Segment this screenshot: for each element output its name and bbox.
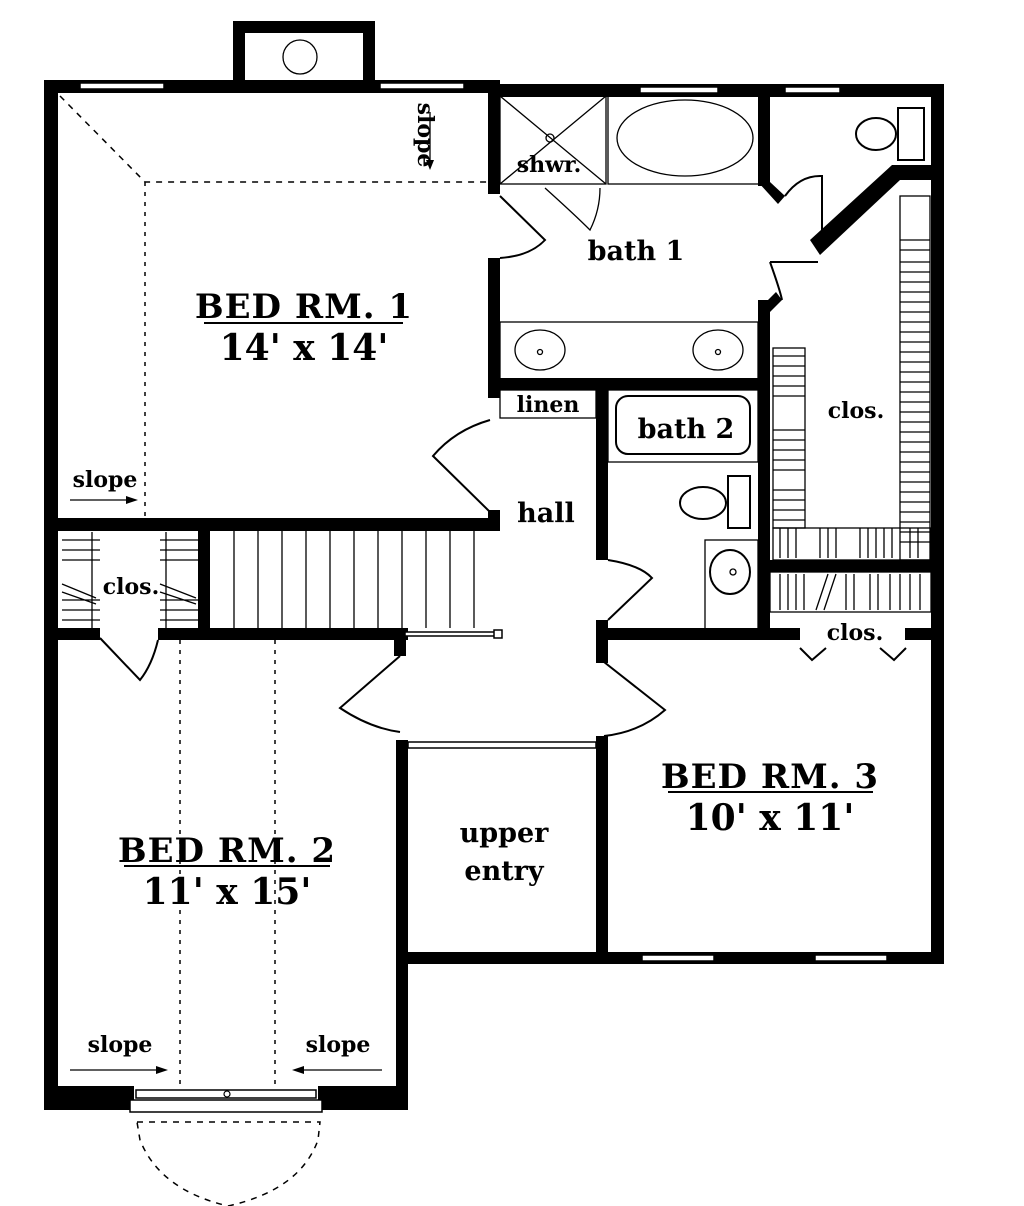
- slope-label-bed1-top: slope: [412, 103, 438, 168]
- master-toilet-room: [784, 107, 944, 255]
- bath2: [596, 389, 770, 650]
- stairs: [233, 531, 503, 639]
- bed3-closet-label: clos.: [827, 620, 883, 646]
- slope-label-bed2-right: slope: [306, 1032, 371, 1058]
- bath1: [488, 95, 818, 640]
- exterior-walls: [44, 80, 944, 1110]
- bed2-dimensions: 11' x 15': [143, 871, 312, 913]
- bed3-title: BED RM. 3: [661, 757, 879, 797]
- upper-entry-label-line1: upper: [460, 818, 550, 849]
- slope-arrows: [70, 112, 434, 1074]
- bed2-closet: [44, 530, 408, 682]
- bed3-closet: [769, 571, 944, 662]
- upper-entry-label-line2: entry: [464, 856, 545, 887]
- bed2-closet-label: clos.: [103, 574, 159, 600]
- master-closet: [758, 195, 944, 572]
- hall-doors: [338, 638, 667, 964]
- bed1-walls: [44, 84, 547, 531]
- linen-closet: [499, 389, 608, 560]
- bed2-title: BED RM. 2: [118, 831, 336, 871]
- bath1-label: bath 1: [588, 236, 685, 267]
- shower-label: shwr.: [517, 152, 582, 178]
- hall-label: hall: [517, 498, 575, 529]
- slope-label-bed1-left: slope: [73, 467, 138, 493]
- porch-outline: [136, 1121, 321, 1206]
- master-closet-label: clos.: [828, 398, 884, 424]
- windows: [79, 82, 888, 1113]
- linen-label: linen: [517, 392, 580, 418]
- bath2-label: bath 2: [638, 414, 735, 445]
- bed1-dimensions: 14' x 14': [220, 327, 389, 369]
- bed1-title: BED RM. 1: [195, 287, 413, 327]
- slope-label-bed2-left: slope: [88, 1032, 153, 1058]
- chimney: [233, 21, 375, 83]
- bed3-dimensions: 10' x 11': [686, 797, 855, 839]
